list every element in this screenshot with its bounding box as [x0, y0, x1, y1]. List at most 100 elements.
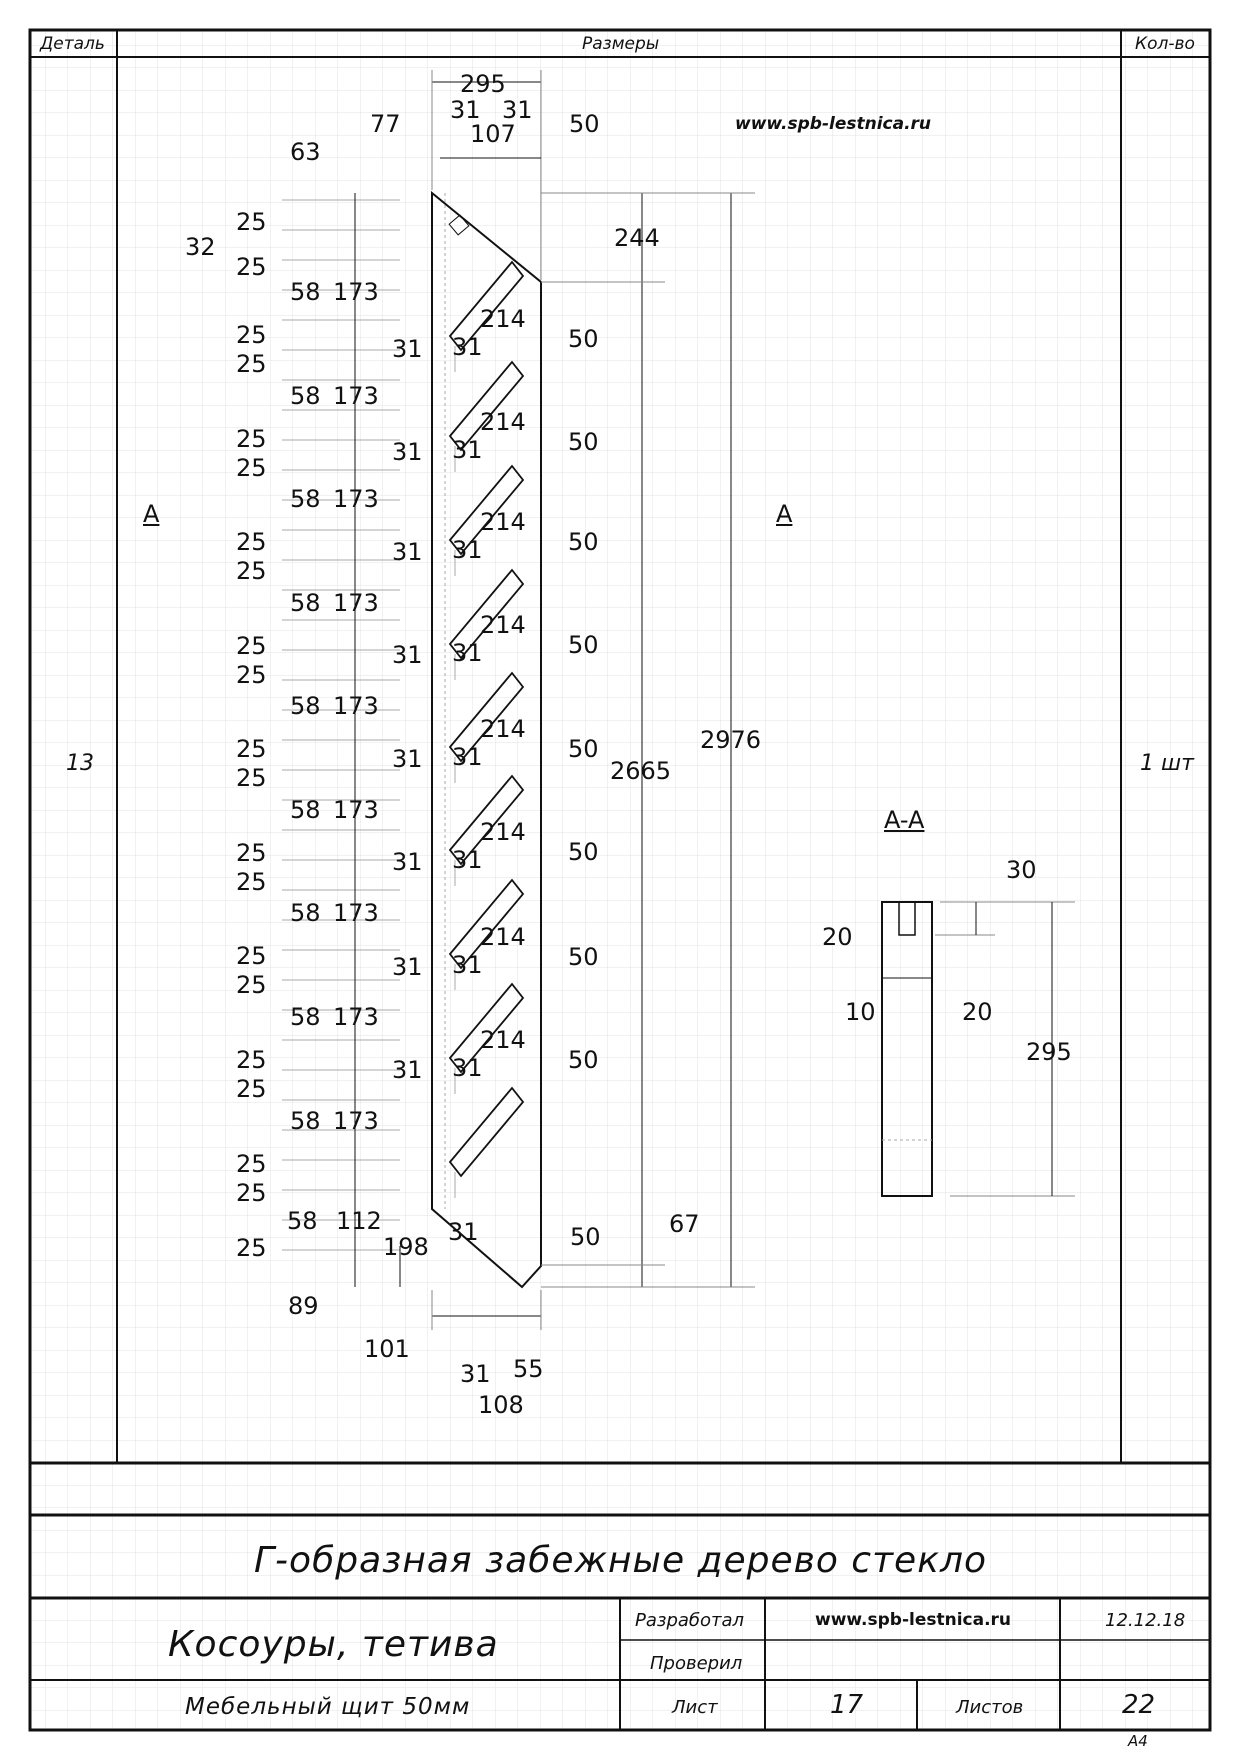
dimension-label: 25 — [236, 350, 267, 378]
section-mark-left: A — [143, 500, 160, 528]
step-slot — [448, 464, 525, 556]
dimension-label: 31 — [392, 745, 423, 773]
dimension-label: 173 — [333, 1003, 379, 1031]
part-name: Косоуры, тетива — [168, 1624, 499, 1665]
dimension-label: 25 — [236, 868, 267, 896]
sheet-label: Лист — [672, 1697, 718, 1718]
dimension-label: 173 — [333, 485, 379, 513]
dimension-label: 25 — [236, 632, 267, 660]
dimension-label: 31 — [392, 641, 423, 669]
format: А4 — [1128, 1732, 1148, 1750]
dimension-label: 214 — [480, 508, 526, 536]
dimension-label: 31 — [452, 639, 483, 667]
dimension-label: 31 — [448, 1218, 479, 1246]
dimension-label: 173 — [333, 589, 379, 617]
dimension-label: 31 — [392, 438, 423, 466]
dimension-label: 31 — [450, 96, 481, 124]
dimension-label: 67 — [669, 1210, 700, 1238]
dimension-label: 31 — [392, 848, 423, 876]
material: Мебельный щит 50мм — [185, 1694, 471, 1720]
dimension-label: 50 — [568, 528, 599, 556]
dimension-label: 77 — [370, 110, 401, 138]
dimension-label: 50 — [568, 1046, 599, 1074]
dimension-label: 31 — [452, 536, 483, 564]
dimension-label: 173 — [333, 692, 379, 720]
header-qty: Кол-во — [1135, 34, 1195, 54]
dimension-lines — [282, 199, 456, 1251]
dimension-label: 25 — [236, 661, 267, 689]
dimension-label: 58 — [290, 589, 321, 617]
dimension-label: 295 — [1026, 1038, 1072, 1066]
drawing-title: Г-образная забежные дерево стекло — [254, 1540, 987, 1581]
dimension-label: 25 — [236, 839, 267, 867]
detail-number: 13 — [66, 751, 94, 776]
dimension-label: 58 — [290, 485, 321, 513]
dimension-label: 31 — [452, 846, 483, 874]
dimension-label: 58 — [290, 382, 321, 410]
quantity: 1 шт — [1140, 751, 1194, 776]
dimension-label: 25 — [236, 321, 267, 349]
dimension-label: 31 — [452, 951, 483, 979]
dimension-label: 214 — [480, 923, 526, 951]
dimension-label: 112 — [336, 1207, 382, 1235]
dimension-label: 50 — [568, 631, 599, 659]
dimension-label: 30 — [1006, 856, 1037, 884]
dimension-label: 25 — [236, 942, 267, 970]
step-slots — [448, 260, 525, 1178]
dimension-label: 25 — [236, 253, 267, 281]
dimension-label: 31 — [502, 96, 533, 124]
section-view — [881, 901, 933, 1197]
header-sizes: Размеры — [582, 34, 660, 54]
grid-background — [30, 30, 1210, 1730]
dimension-label: 58 — [290, 278, 321, 306]
dimension-label: 31 — [392, 1056, 423, 1084]
dimension-label: 31 — [460, 1360, 491, 1388]
watermark: www.spb-lestnica.ru — [735, 114, 932, 134]
dimension-label: 173 — [333, 899, 379, 927]
dimension-label: 214 — [480, 818, 526, 846]
developed-value: www.spb-lestnica.ru — [815, 1610, 1012, 1630]
dimension-label: 214 — [480, 408, 526, 436]
dimension-label: 20 — [822, 923, 853, 951]
dimension-label: 58 — [290, 692, 321, 720]
dimension-label: 25 — [236, 454, 267, 482]
step-slot — [448, 568, 525, 660]
dimension-label: 50 — [568, 325, 599, 353]
dimension-label: 173 — [333, 796, 379, 824]
sheets-label: Листов — [956, 1697, 1024, 1718]
dimension-label: 58 — [290, 1003, 321, 1031]
dimension-label: 50 — [568, 428, 599, 456]
step-slot — [448, 671, 525, 763]
dimension-label: 25 — [236, 971, 267, 999]
dimension-label: 25 — [236, 764, 267, 792]
dimension-label: 50 — [568, 943, 599, 971]
dimension-label: 214 — [480, 1026, 526, 1054]
dimension-label: 58 — [287, 1207, 318, 1235]
dimension-label: 25 — [236, 735, 267, 763]
dimension-label: 214 — [480, 715, 526, 743]
dimension-label: 25 — [236, 1046, 267, 1074]
date: 12.12.18 — [1105, 1610, 1186, 1631]
dimension-label: 58 — [290, 1107, 321, 1135]
dimension-label: 173 — [333, 1107, 379, 1135]
developed-label: Разработал — [635, 1610, 745, 1631]
dimension-label: 25 — [236, 528, 267, 556]
dimension-label: 31 — [452, 333, 483, 361]
dimension-label: 214 — [480, 611, 526, 639]
dimension-label: 173 — [333, 382, 379, 410]
dimension-label: 198 — [383, 1233, 429, 1261]
dimension-label: 25 — [236, 1075, 267, 1103]
dimension-label: 63 — [290, 138, 321, 166]
dimension-label: 108 — [478, 1391, 524, 1419]
sheets-value: 22 — [1122, 1690, 1156, 1720]
dimension-label: 50 — [568, 838, 599, 866]
step-slot — [448, 878, 525, 970]
section-title: A-A — [884, 806, 925, 834]
dimension-label: 295 — [460, 70, 506, 98]
dimension-label: 107 — [470, 120, 516, 148]
stringer-outline — [431, 190, 542, 1289]
dimension-label: 31 — [452, 1054, 483, 1082]
checked-label: Проверил — [650, 1653, 743, 1674]
